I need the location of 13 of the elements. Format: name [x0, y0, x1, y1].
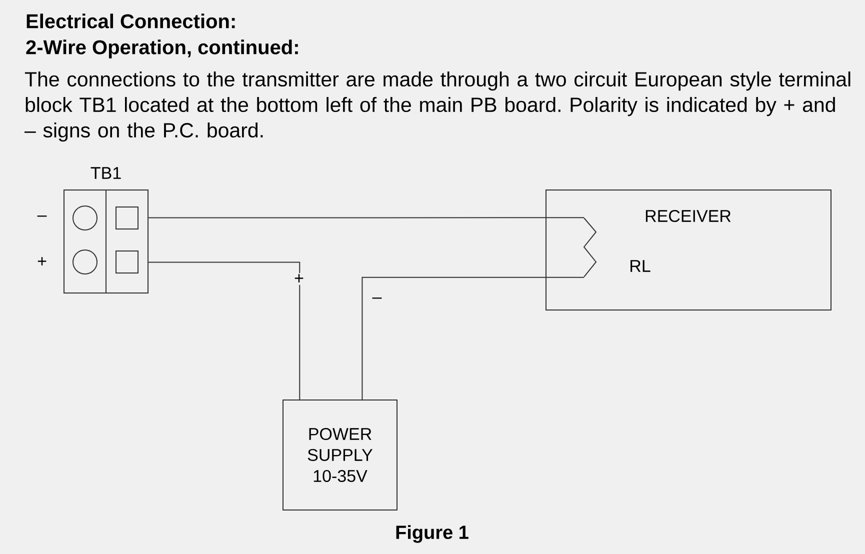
edge-label: +: [293, 273, 305, 285]
subheading: 2-Wire Operation, continued:: [26, 40, 298, 58]
paragraph: The connections to the transmitter are made through a two circuit European style terminal block TB1 located at the bottom left of the main PB board. Polarity is indicated by + and – signs on the P.C. board.: [24, 72, 850, 142]
polarity-sign: –: [37, 216, 47, 217]
wire: [362, 276, 584, 400]
block-label: TB1: [90, 167, 121, 179]
heading: Electrical Connection:: [26, 14, 235, 28]
power-supply-box: POWER SUPPLY 10-35V: [282, 400, 398, 510]
wire: [148, 262, 300, 400]
polarity-sign: +: [38, 257, 46, 266]
figure-caption: Figure 1: [396, 525, 468, 543]
wire: [148, 217, 584, 218]
edge-label: –: [371, 296, 383, 304]
